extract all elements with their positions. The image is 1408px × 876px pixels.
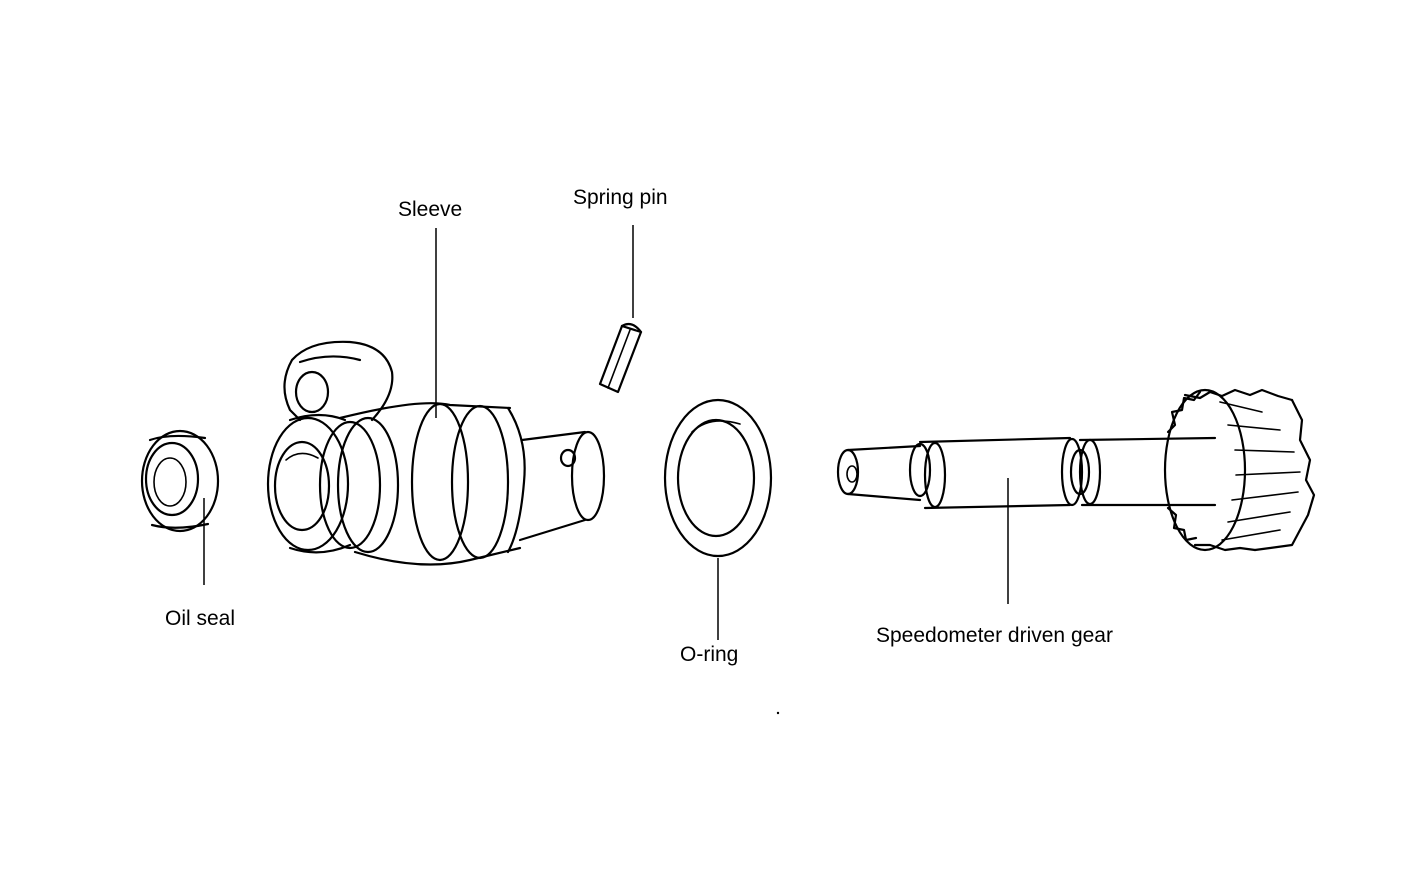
sleeve-part bbox=[266, 340, 606, 566]
o-ring-part bbox=[663, 398, 773, 558]
oil-seal-part bbox=[140, 429, 220, 533]
spring-pin-label: Spring pin bbox=[573, 186, 668, 209]
sleeve-label: Sleeve bbox=[398, 198, 463, 221]
o-ring-label: O-ring bbox=[680, 643, 739, 666]
stray-mark bbox=[776, 711, 780, 715]
speedometer-driven-gear-part bbox=[836, 388, 1316, 552]
oil-seal-label: Oil seal bbox=[165, 607, 236, 630]
speedometer-driven-gear-label: Speedometer driven gear bbox=[876, 624, 1113, 647]
spring-pin-part bbox=[598, 322, 643, 394]
